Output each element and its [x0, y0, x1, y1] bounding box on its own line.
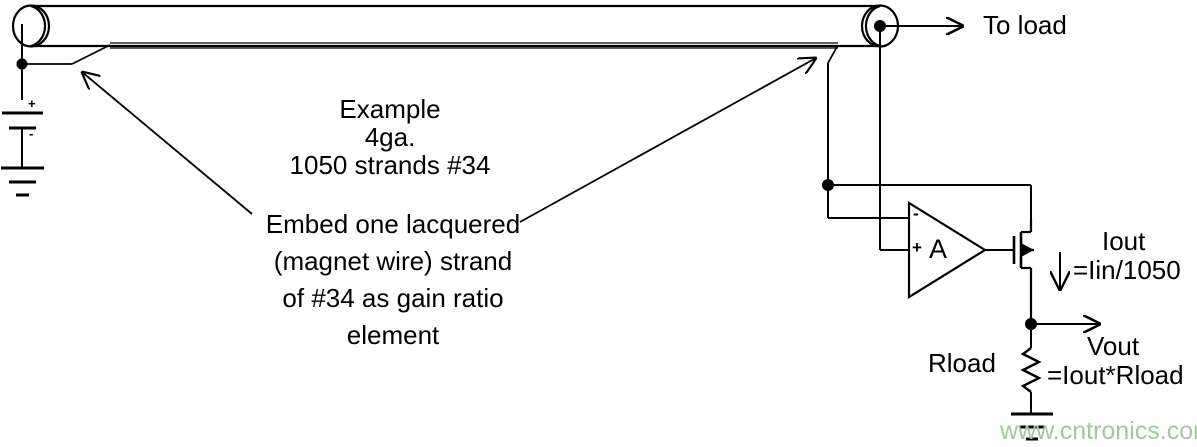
battery-negative-sign: -	[29, 126, 34, 141]
opamp-noninverting-sign: +	[912, 238, 922, 257]
rload-branch	[1011, 318, 1100, 441]
to-load-wire	[874, 20, 963, 32]
battery-positive-sign: +	[28, 96, 36, 111]
opamp-gain-label: A	[929, 234, 948, 264]
embed-note-line1: Embed one lacquered	[265, 209, 521, 239]
vout-label: Vout	[1087, 331, 1140, 361]
junction-dot-cable-out	[874, 20, 886, 32]
example-label-line2: 4ga.	[364, 122, 416, 152]
opamp-inverting-sign: -	[913, 204, 919, 223]
annotation-leader-arrows	[82, 58, 816, 223]
noninverting-input-wire	[879, 32, 908, 251]
feedback-wire	[828, 184, 1032, 219]
junction-dot-vout	[1025, 318, 1037, 330]
junction-dot-battery	[16, 58, 28, 70]
example-label-line3: 1050 strands #34	[289, 150, 491, 180]
embed-note-line2: (magnet wire) strand	[273, 246, 513, 276]
inverting-input-wire	[822, 63, 908, 219]
mosfet-symbol	[1012, 219, 1034, 322]
opamp-symbol	[907, 201, 1014, 299]
to-load-label: To load	[983, 10, 1067, 40]
iout-formula-label: =Iin/1050	[1073, 255, 1181, 285]
battery-branch	[1, 24, 44, 197]
embedded-strand	[22, 42, 839, 65]
site-watermark: www.cntronics.com	[1000, 417, 1197, 445]
resistor-zigzag	[1020, 347, 1042, 393]
embed-note-line4: element	[346, 320, 440, 350]
rload-label: Rload	[928, 348, 996, 378]
cable-bundle	[11, 4, 900, 48]
embed-note-line3: of #34 as gain ratio	[282, 283, 504, 313]
cable-left-endcap	[11, 4, 51, 48]
example-label-line1: Example	[339, 94, 441, 124]
vout-formula-label: =Iout*Rload	[1047, 360, 1184, 390]
iout-label: Iout	[1102, 226, 1146, 256]
